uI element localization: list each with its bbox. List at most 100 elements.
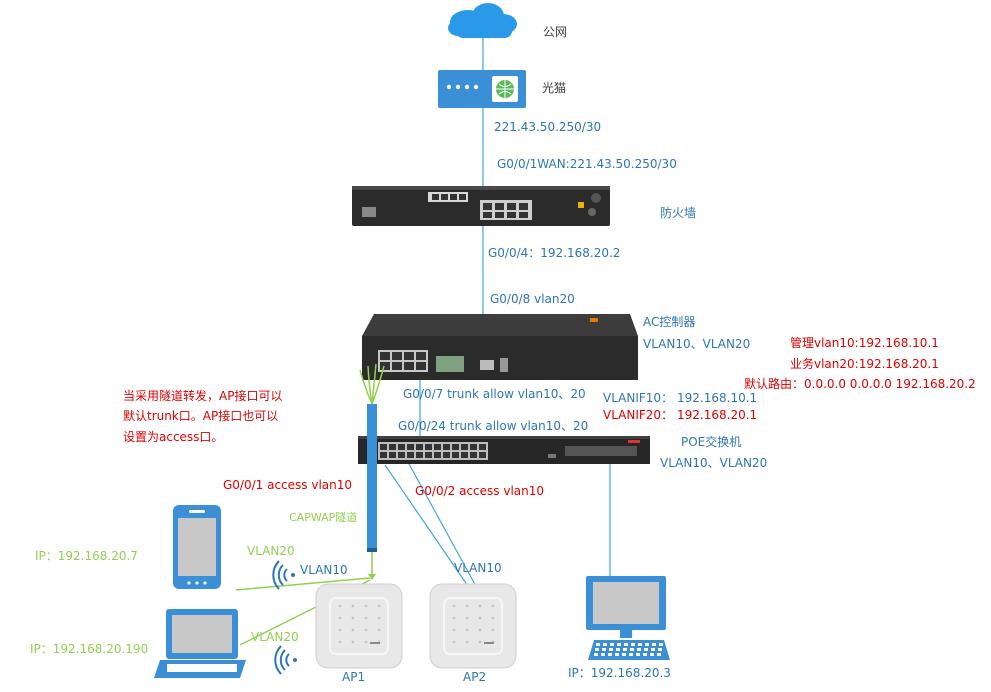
ac-g007-label: G0/0/7 trunk allow vlan10、20 (403, 387, 586, 401)
ap-led-dot (491, 604, 495, 608)
ap-led-dot (491, 616, 495, 620)
ap-led-dot (377, 616, 381, 620)
switch-g0024-label: G0/0/24 trunk allow vlan10、20 (398, 419, 589, 433)
keyboard-key (594, 653, 598, 656)
ap-led-dot (351, 628, 355, 632)
keyboard-key (601, 653, 605, 656)
ap1-label: AP1 (342, 670, 366, 684)
ap-led-dot (338, 640, 342, 644)
switch-port (461, 452, 468, 458)
links (384, 38, 611, 593)
desktop-pc-icon (586, 576, 670, 660)
switch-port (407, 452, 414, 458)
keyboard-key (650, 653, 654, 656)
switch-port (416, 444, 423, 450)
keyboard-key (608, 653, 612, 656)
firewall-wan-label: G0/0/1WAN:221.43.50.250/30 (497, 157, 677, 171)
switch-port (470, 444, 477, 450)
ap-led-dot (452, 628, 456, 632)
keyboard-key (651, 648, 655, 651)
keyboard-key (595, 648, 599, 651)
smartphone-icon (173, 505, 221, 589)
switch-port (398, 452, 405, 458)
switch-port (443, 444, 450, 450)
phone-vlan-label: VLAN20 (247, 544, 295, 558)
ap-led-dot (364, 640, 368, 644)
ap-led-dot (465, 628, 469, 632)
switch-port (452, 452, 459, 458)
poe-switch-label: POE交换机 (681, 435, 742, 449)
ac-service-config: 业务vlan20:192.168.20.1 (790, 357, 939, 371)
vlanif20-ip: 192.168.20.1 (677, 408, 758, 422)
keyboard-key (636, 653, 640, 656)
ap-led-dot (452, 604, 456, 608)
switch-port (398, 444, 405, 450)
ap-led-dot (351, 604, 355, 608)
switch-port (443, 452, 450, 458)
ap-led-dot (364, 604, 368, 608)
keyboard-key (596, 643, 600, 646)
switch-port (380, 444, 387, 450)
modem-label: 光猫 (542, 81, 567, 95)
keyboard-key (609, 648, 613, 651)
link-switch-ap1 (384, 464, 473, 593)
keyboard-key (657, 653, 661, 656)
switch-port (407, 444, 414, 450)
ap-led-dot (452, 640, 456, 644)
ap-led-dot (478, 604, 482, 608)
ap2-vlan10-label: VLAN10 (454, 561, 502, 575)
access-point-2-icon (429, 583, 517, 669)
keyboard-key (623, 648, 627, 651)
switch-port (389, 452, 396, 458)
pc-ip-label: IP：192.168.20.3 (568, 666, 671, 680)
vlanif10-label: VLANIF10： (603, 391, 674, 405)
ap-led-dot (478, 628, 482, 632)
vlanif20-label: VLANIF20： (603, 408, 674, 422)
ac-vlans-label: VLAN10、VLAN20 (643, 337, 751, 351)
ap-led-dot (478, 616, 482, 620)
ap-led-dot (465, 604, 469, 608)
capwap-tunnel-icon (359, 363, 385, 580)
ap-led-dot (351, 616, 355, 620)
ap-led-dot (491, 628, 495, 632)
ap-led-dot (452, 616, 456, 620)
ap2-label: AP2 (463, 670, 487, 684)
link-switch-ap2 (407, 461, 479, 591)
access-point-1-icon (315, 583, 403, 669)
ac-controller-label: AC控制器 (643, 315, 696, 329)
wifi-signal-icon-laptop (274, 645, 297, 675)
optical-modem-icon (438, 70, 526, 108)
switch-port (470, 452, 477, 458)
keyboard-key (617, 643, 621, 646)
keyboard-key (645, 643, 649, 646)
switch-g001-label: G0/0/1 access vlan10 (223, 478, 353, 492)
keyboard-key (643, 653, 647, 656)
switch-port (479, 452, 486, 458)
poe-switch-device-icon (358, 436, 650, 464)
switch-port (389, 444, 396, 450)
link-phone-ap1 (235, 577, 371, 591)
wifi-signal-icon-phone (272, 560, 295, 590)
phone-ip-label: IP：192.168.20.7 (35, 549, 138, 563)
keyboard-key (610, 643, 614, 646)
ac-default-route: 默认路由：0.0.0.0 0.0.0.0 192.168.20.2 (744, 377, 976, 391)
ac-g008-label: G0/0/8 vlan20 (490, 292, 575, 306)
ap-led-dot (351, 640, 355, 644)
vlanif10-ip: 192.168.10.1 (677, 391, 758, 405)
note-line-2: 默认trunk口。AP接口也可以 (123, 409, 279, 423)
ap-led-dot (465, 640, 469, 644)
switch-port (452, 444, 459, 450)
keyboard-key (630, 648, 634, 651)
switch-g002-label: G0/0/2 access vlan10 (415, 484, 545, 498)
switch-port (461, 444, 468, 450)
keyboard-key (644, 648, 648, 651)
internet-label: 公网 (543, 25, 568, 39)
modem-ip-label: 221.43.50.250/30 (494, 120, 602, 134)
ap-led-dot (465, 616, 469, 620)
switch-ports (380, 444, 486, 458)
ap-led-dot (478, 640, 482, 644)
ap-led-dot (338, 616, 342, 620)
ap-led-dot (377, 604, 381, 608)
keyboard-key (658, 648, 662, 651)
